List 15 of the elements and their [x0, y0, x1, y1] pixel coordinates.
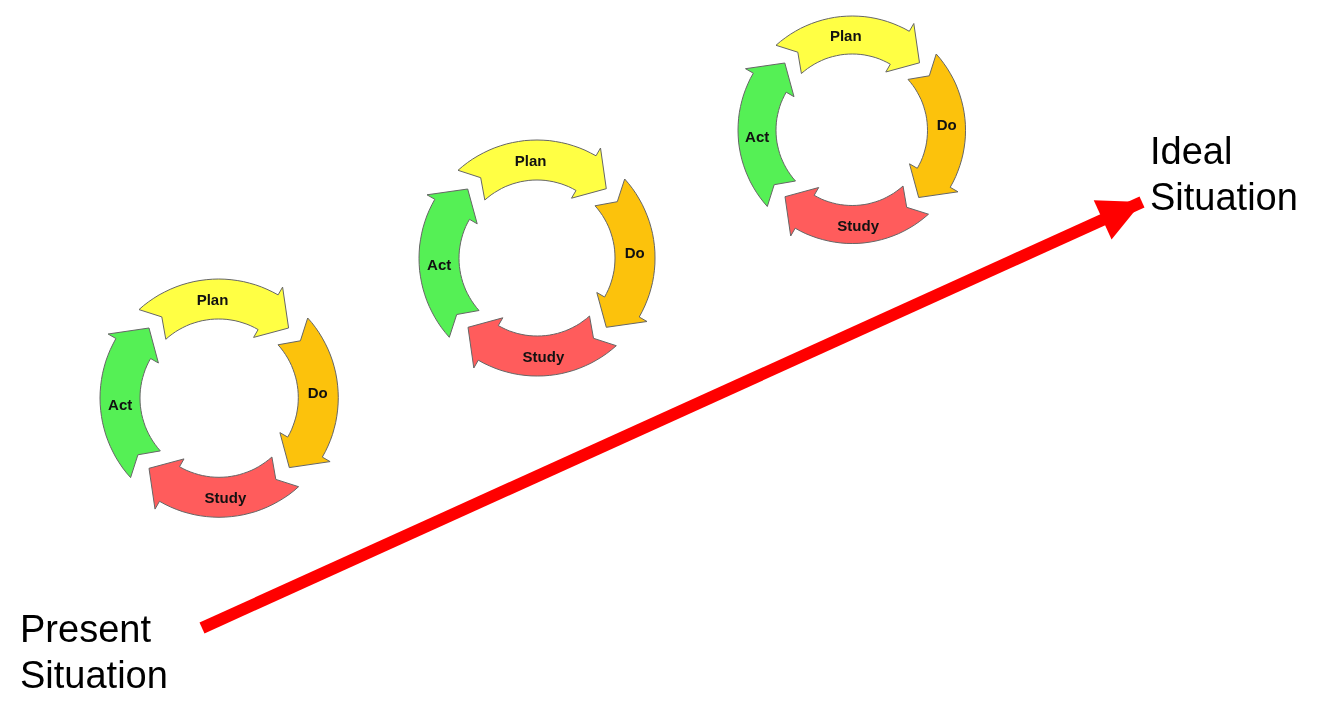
situation-label: Present Situation — [20, 606, 200, 699]
stage-label: Act — [745, 127, 770, 145]
stage-label: Do — [307, 383, 328, 400]
arrow — [199, 196, 1145, 634]
stage-label: Plan — [514, 151, 547, 169]
stage-label: Plan — [196, 290, 229, 308]
stage-label: Act — [108, 395, 133, 413]
stage-label: Do — [936, 115, 957, 133]
situation-label: Ideal Situation — [1150, 128, 1320, 221]
stage-label: Do — [624, 243, 645, 261]
stage-label: Study — [522, 347, 565, 365]
stage-label: Study — [837, 216, 879, 234]
stage-label: Study — [204, 488, 247, 506]
stage-label: Act — [427, 255, 452, 273]
stage-label: Plan — [829, 26, 862, 44]
